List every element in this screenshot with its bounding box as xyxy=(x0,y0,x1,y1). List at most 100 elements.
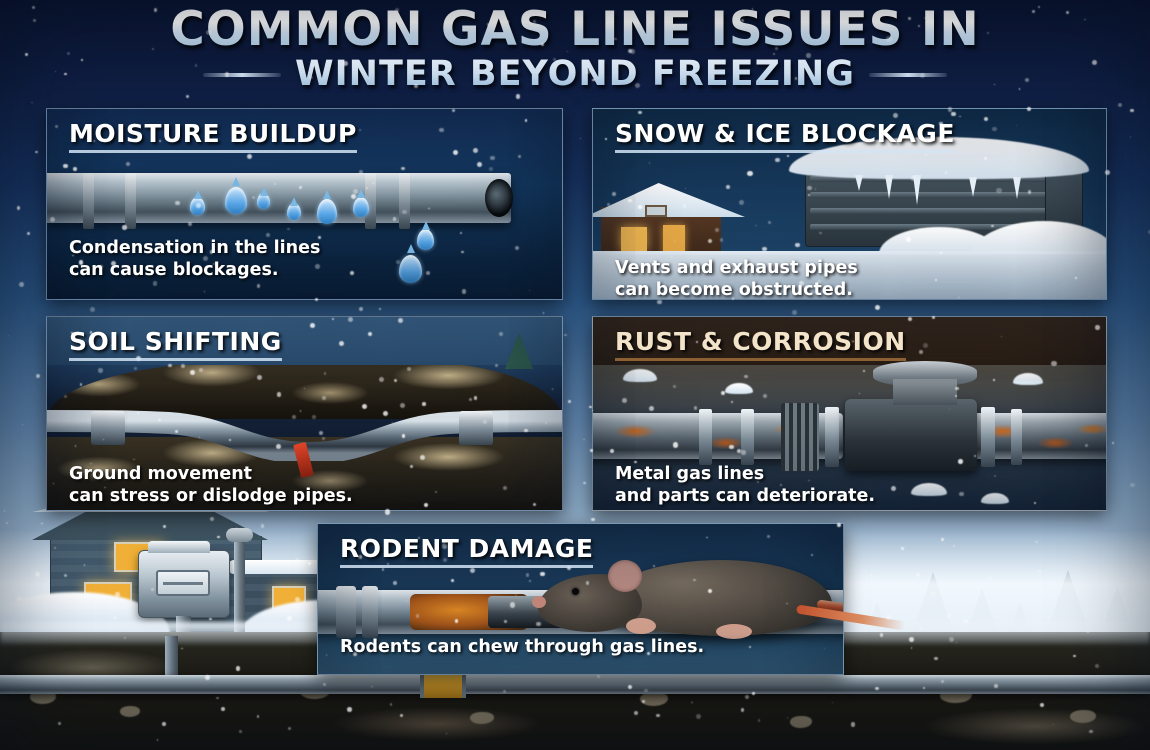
rust-title-band xyxy=(593,317,1106,365)
water-droplet xyxy=(225,187,247,214)
panel-title-rust: RUST & CORROSION xyxy=(615,327,906,361)
pipe-coupling xyxy=(459,411,493,445)
caption-line-2: can become obstructed. xyxy=(615,280,853,300)
page-title: COMMON GAS LINE ISSUES IN xyxy=(0,0,1150,53)
threaded-fitting xyxy=(781,403,819,471)
gas-meter xyxy=(138,528,253,678)
snowflake xyxy=(7,335,10,337)
rat-paw xyxy=(626,618,656,634)
snow-ground xyxy=(593,251,1106,299)
panel-title-soil: SOIL SHIFTING xyxy=(69,327,282,361)
icicle xyxy=(855,175,863,191)
cabin-vent xyxy=(645,205,667,217)
shrub xyxy=(505,333,533,369)
snowflake xyxy=(359,306,364,311)
pipe-band xyxy=(399,173,410,229)
page-subtitle: WINTER BEYOND FREEZING xyxy=(295,54,855,94)
water-droplet xyxy=(417,229,434,250)
snowflake xyxy=(874,304,880,310)
snowflake xyxy=(580,137,582,140)
snowflake xyxy=(1117,102,1123,108)
water-droplet xyxy=(353,197,369,217)
soil-rock xyxy=(470,712,494,724)
snowflake xyxy=(1112,441,1115,444)
vent-slat xyxy=(810,192,1050,198)
water-droplet xyxy=(287,203,301,220)
panel-rust-corrosion[interactable]: RUST & CORROSION Metal gas lines and par… xyxy=(592,316,1107,511)
vent-slat xyxy=(810,208,1050,214)
caption-line-2: and parts can deteriorate. xyxy=(615,486,876,507)
panel-caption-moisture: Condensation in the lines can cause bloc… xyxy=(69,237,320,282)
snow-speck xyxy=(623,369,657,382)
water-droplet xyxy=(399,255,422,283)
soil-rock xyxy=(790,716,812,728)
panel-caption-soil: Ground movement can stress or dislodge p… xyxy=(69,463,353,508)
buried-gas-line xyxy=(0,671,1150,698)
right-dash-icon xyxy=(868,72,947,77)
panel-rodent-damage[interactable]: RODENT DAMAGE Rodents can chew through g… xyxy=(317,523,844,675)
water-droplet xyxy=(190,197,205,215)
pipe-band xyxy=(981,407,995,467)
snowflake xyxy=(792,310,798,316)
vent-slat xyxy=(810,176,1050,182)
icicle xyxy=(885,175,893,199)
pipe-band xyxy=(825,407,839,467)
snowflake xyxy=(1129,136,1132,139)
rat-nose xyxy=(532,596,546,608)
pipe-coupling xyxy=(91,411,125,445)
panel-caption-rust: Metal gas lines and parts can deteriorat… xyxy=(615,463,875,508)
snowflake xyxy=(34,150,38,154)
snowflake xyxy=(583,481,587,485)
caption-line-1: Condensation in the lines xyxy=(69,238,321,258)
panel-caption-snow-ice: Vents and exhaust pipes can become obstr… xyxy=(615,257,858,300)
snow-ice-art xyxy=(593,109,1106,299)
rat xyxy=(530,552,843,648)
pipe-band xyxy=(699,409,712,465)
icicle xyxy=(913,175,921,205)
panel-snow-ice-blockage[interactable]: SNOW & ICE BLOCKAGE Vents and exhaust pi… xyxy=(592,108,1107,300)
snowflake xyxy=(657,300,662,305)
soil-shifting-art xyxy=(47,317,562,510)
caption-line-2: can stress or dislodge pipes. xyxy=(69,486,353,507)
snowflake xyxy=(36,374,40,379)
panel-title-moisture: MOISTURE BUILDUP xyxy=(69,119,357,153)
caption-line-1: Ground movement xyxy=(69,464,253,484)
caption-line-1: Metal gas lines xyxy=(615,464,765,484)
snowflake xyxy=(90,307,96,312)
panel-title-rodent: RODENT DAMAGE xyxy=(340,534,594,568)
panel-title-snow-ice: SNOW & ICE BLOCKAGE xyxy=(615,119,955,153)
pipe-band xyxy=(125,173,136,229)
snow-speck xyxy=(725,383,753,394)
pipe-collar xyxy=(362,586,378,638)
snowflake xyxy=(1130,108,1134,112)
snowflake xyxy=(31,101,34,104)
snowflake xyxy=(3,510,6,512)
snowflake xyxy=(1130,482,1136,488)
rodent-art xyxy=(318,524,843,674)
snowflake xyxy=(27,231,31,235)
soil-rock xyxy=(1070,710,1096,723)
panel-soil-shifting[interactable]: SOIL SHIFTING Ground movement can stress… xyxy=(46,316,563,511)
rust-art xyxy=(593,317,1106,510)
pipe-coupling xyxy=(420,671,466,698)
left-dash-icon xyxy=(203,72,282,77)
pipe-band xyxy=(365,173,376,229)
snowflake xyxy=(567,400,571,403)
cabin-roof-snow xyxy=(593,183,745,217)
soil-rock xyxy=(640,692,668,706)
snowflake xyxy=(19,281,25,288)
snow-speck xyxy=(911,483,947,496)
pipe-opening xyxy=(485,179,513,217)
header: COMMON GAS LINE ISSUES IN WINTER BEYOND … xyxy=(0,0,1150,100)
panel-moisture-buildup[interactable]: MOISTURE BUILDUP Condensation in the lin… xyxy=(46,108,563,300)
snowflake xyxy=(6,521,9,524)
snowflake xyxy=(583,438,585,441)
snow-speck xyxy=(981,493,1009,504)
rat-eye xyxy=(572,588,579,595)
water-droplet xyxy=(257,193,270,209)
pipe-collar xyxy=(336,586,356,638)
soil-rock xyxy=(120,706,140,717)
corroded-pipe-right xyxy=(973,413,1106,459)
water-droplet xyxy=(317,199,337,224)
